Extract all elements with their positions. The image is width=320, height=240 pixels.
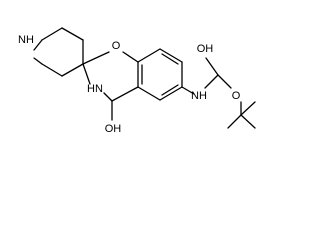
bond [61,63,84,77]
atom-label-o-ester: O [232,90,241,102]
bond [41,63,63,77]
bond [240,101,256,116]
bond [159,86,183,101]
atom-label-nh-amide: HN [87,83,103,95]
bond [204,74,219,89]
atom-label-oh-carbamate: OH [197,43,214,55]
bond [217,74,232,89]
bond [82,63,91,85]
oxazinone-ring [82,51,139,121]
molecule-drawing: NH O HN OH NH OH O [18,27,256,135]
structure-diagram: NH O HN OH NH OH O [18,27,256,135]
bond [137,86,161,101]
bond [82,51,110,65]
piperidine-ring [33,27,84,77]
double-bond [161,53,179,65]
atom-label-nh-carbamate: NH [191,90,207,102]
atom-label-o-ring: O [112,40,121,52]
bond [227,114,242,129]
bond [205,57,219,76]
bond [33,57,43,65]
bond [159,48,183,63]
bond [103,92,113,102]
atom-label-oh-lactam: OH [105,123,122,135]
bond [33,39,43,51]
bond [181,86,195,95]
double-bond [161,84,179,96]
atom-label-nh-piperidine: NH [18,34,34,46]
benzene-ring [137,48,183,101]
bond [41,27,63,41]
bond [61,27,84,41]
boc-carbamate [181,57,256,129]
bond [240,114,256,129]
bond [111,86,139,102]
bond [137,48,161,63]
bond [122,51,139,63]
